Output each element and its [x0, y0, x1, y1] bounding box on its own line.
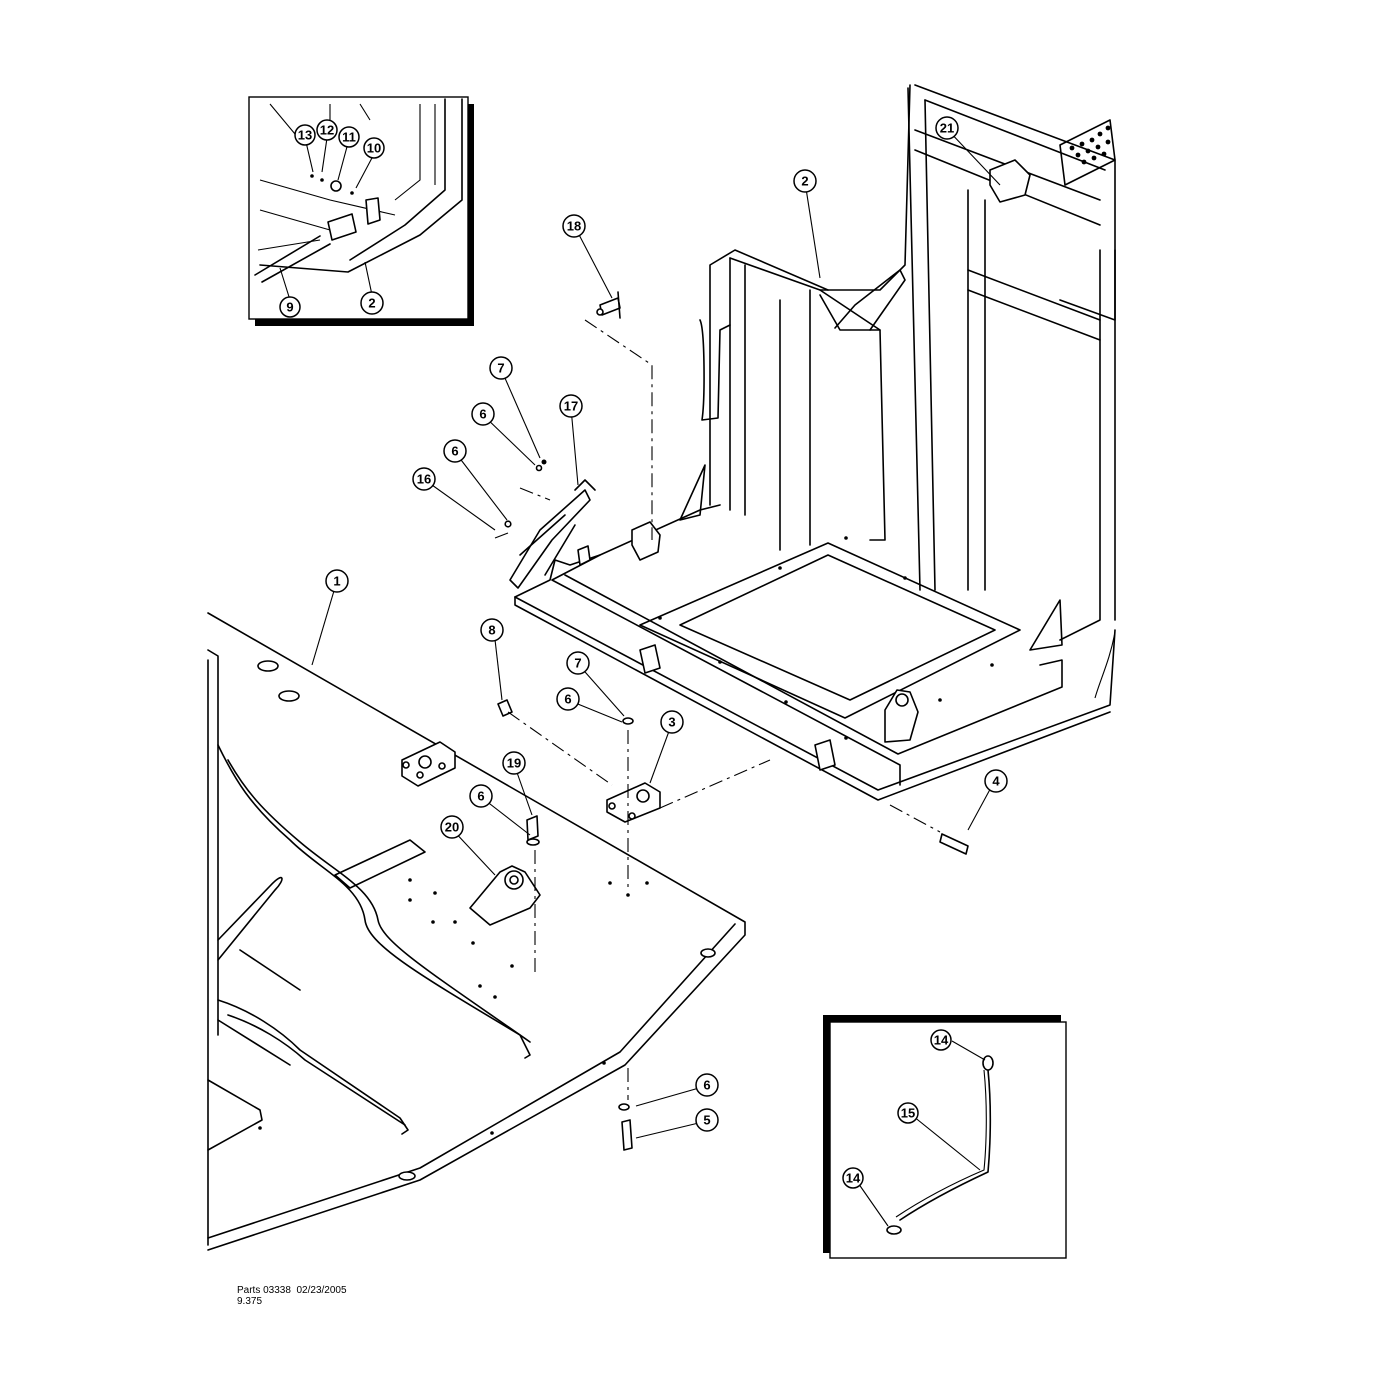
callout-6-bolt: 6 — [695, 1073, 719, 1097]
footer-part-reference: Parts 03338 02/23/2005 9.375 — [237, 1285, 347, 1307]
svg-text:20: 20 — [445, 820, 459, 835]
callout-2-inset: 2 — [360, 291, 384, 315]
svg-text:13: 13 — [298, 128, 312, 143]
callout-14-bottom: 14 — [842, 1167, 864, 1189]
callout-7-hinge: 7 — [566, 651, 590, 675]
svg-text:5: 5 — [703, 1113, 710, 1128]
truck-frame — [207, 612, 746, 1251]
hinge-parts — [469, 699, 969, 1151]
callout-9: 9 — [279, 296, 301, 318]
callout-6-latch-upper: 6 — [471, 402, 495, 426]
svg-text:6: 6 — [703, 1078, 710, 1093]
seat-box — [514, 84, 1116, 801]
assembly-lines — [507, 319, 941, 1100]
svg-text:19: 19 — [507, 756, 521, 771]
callout-8: 8 — [480, 618, 504, 642]
callout-3: 3 — [660, 710, 684, 734]
callout-15: 15 — [897, 1102, 919, 1124]
inset-chain-detail — [823, 1015, 1067, 1259]
callout-6-bracket: 6 — [469, 784, 493, 808]
svg-text:4: 4 — [992, 774, 1000, 789]
svg-text:7: 7 — [574, 656, 581, 671]
latch-assembly — [494, 459, 661, 589]
callout-1: 1 — [325, 569, 349, 593]
callout-10: 10 — [363, 137, 385, 159]
leader-lines — [311, 128, 1001, 1139]
svg-text:6: 6 — [564, 692, 571, 707]
svg-text:11: 11 — [342, 130, 356, 145]
svg-text:15: 15 — [901, 1106, 915, 1121]
svg-text:1: 1 — [333, 574, 340, 589]
callout-20: 20 — [440, 815, 464, 839]
footer-page-number: 9.375 — [237, 1296, 263, 1307]
callout-12: 12 — [316, 119, 338, 141]
callout-7-latch: 7 — [489, 356, 513, 380]
callout-11: 11 — [338, 126, 360, 148]
svg-text:21: 21 — [940, 121, 954, 136]
svg-text:8: 8 — [488, 623, 495, 638]
svg-text:6: 6 — [479, 407, 486, 422]
svg-text:3: 3 — [668, 715, 675, 730]
svg-text:2: 2 — [801, 174, 808, 189]
callout-16: 16 — [412, 467, 436, 491]
callout-4: 4 — [984, 769, 1008, 793]
footer-part-number-date: Parts 03338 02/23/2005 — [237, 1285, 347, 1296]
callout-21: 21 — [935, 116, 959, 140]
callout-14-top: 14 — [930, 1029, 952, 1051]
callout-17: 17 — [559, 394, 583, 418]
callout-2: 2 — [793, 169, 817, 193]
svg-text:9: 9 — [286, 300, 293, 315]
svg-text:16: 16 — [417, 472, 431, 487]
callout-19: 19 — [502, 751, 526, 775]
svg-text:14: 14 — [846, 1171, 861, 1186]
svg-text:14: 14 — [934, 1033, 949, 1048]
svg-text:12: 12 — [320, 123, 334, 138]
svg-text:2: 2 — [368, 296, 375, 311]
callout-13: 13 — [294, 124, 316, 146]
callout-6-hinge: 6 — [556, 687, 580, 711]
svg-text:10: 10 — [367, 141, 381, 156]
pin-18 — [596, 291, 621, 319]
callout-5: 5 — [695, 1108, 719, 1132]
inset-detail-top — [248, 96, 474, 326]
callout-18: 18 — [562, 214, 586, 238]
callout-6-latch-lower: 6 — [443, 439, 467, 463]
svg-text:7: 7 — [497, 361, 504, 376]
svg-text:6: 6 — [477, 789, 484, 804]
svg-text:17: 17 — [564, 399, 578, 414]
svg-text:18: 18 — [567, 219, 581, 234]
svg-text:6: 6 — [451, 444, 458, 459]
